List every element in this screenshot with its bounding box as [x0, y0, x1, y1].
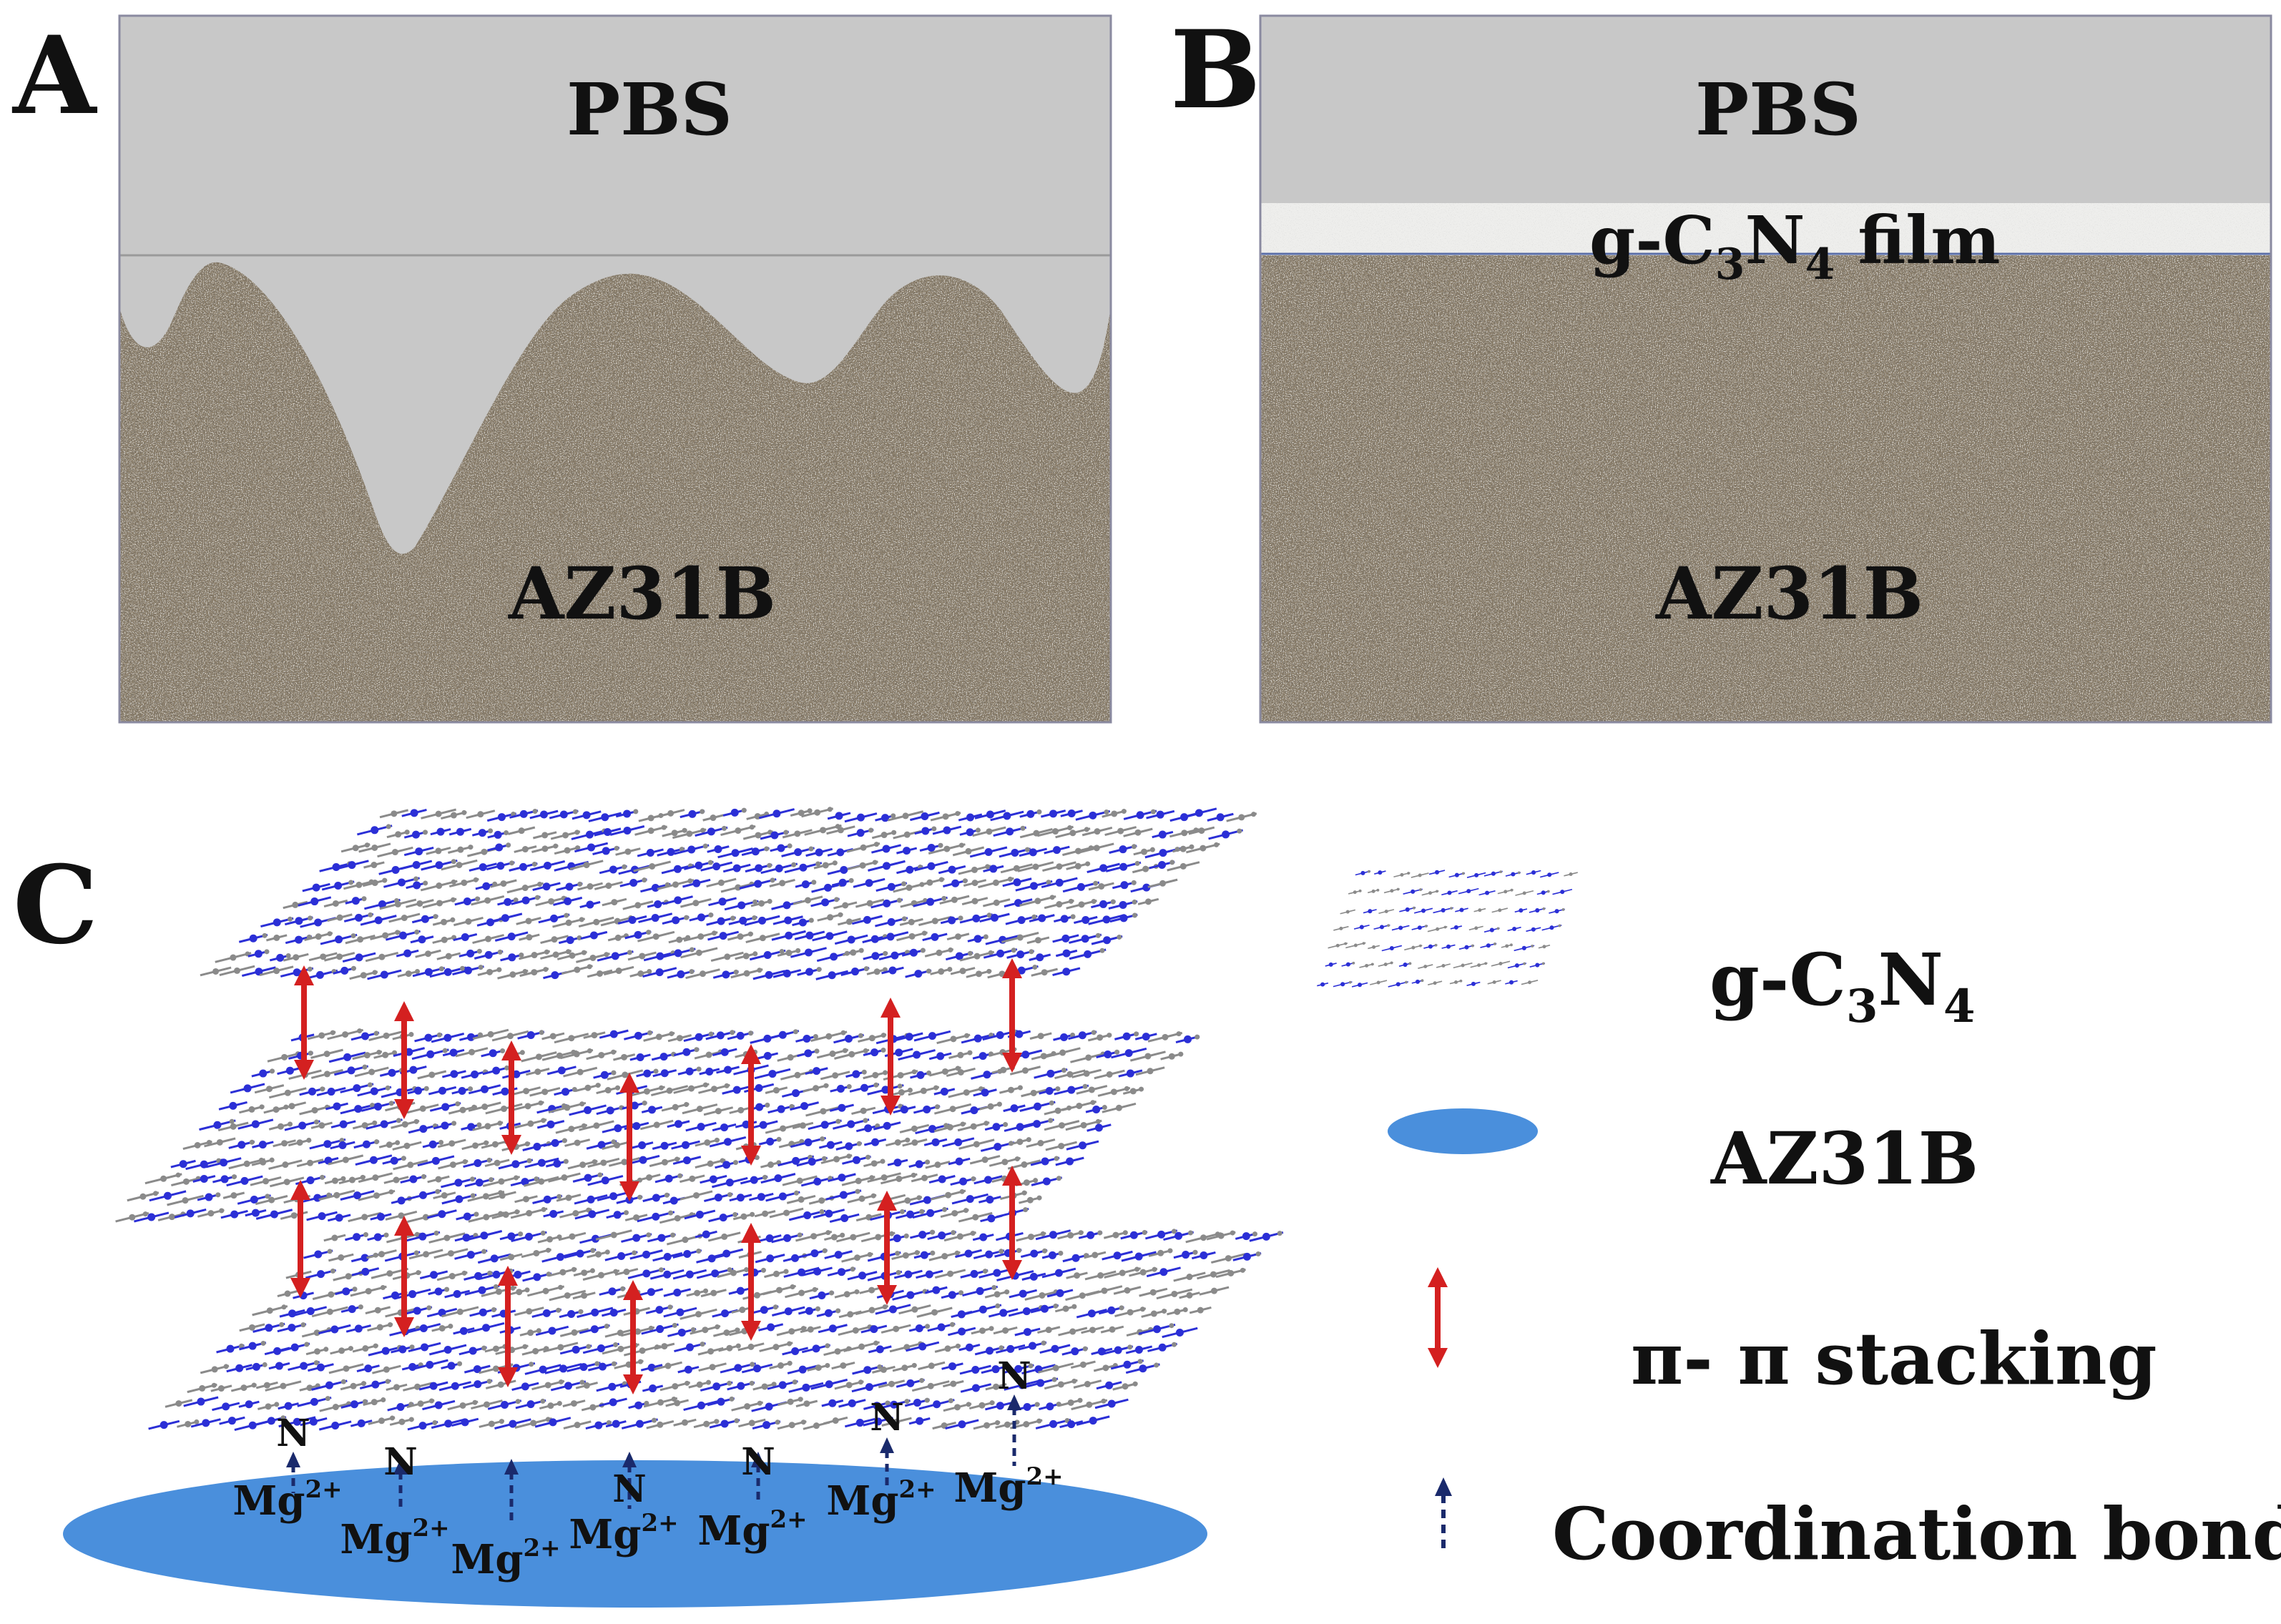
nitrogen-label: N	[612, 1467, 647, 1511]
legend-coordination-label: Coordination bond	[1552, 1492, 2281, 1576]
nitrogen-label: N	[741, 1440, 775, 1484]
coordination-bond-5: N Mg2+	[697, 1440, 807, 1555]
legend-g-c3n4-label: g-C3N4	[1709, 938, 1975, 1033]
legend-sheet-molecules	[1317, 870, 1578, 988]
pi-stacking-arrow-upper-6	[880, 998, 901, 1116]
nitrogen-label: N	[276, 1412, 310, 1455]
pi-stacking-arrow-lower-6	[877, 1191, 897, 1305]
nitrogen-label: N	[383, 1440, 418, 1484]
coordination-bond-7: N Mg2+	[953, 1354, 1063, 1512]
pi-stacking-arrow-lower-2	[394, 1216, 414, 1337]
g-c3n4-sheet-middle	[115, 1028, 1200, 1224]
legend-stacking-label: π- π stacking	[1631, 1317, 2157, 1401]
panel-a-az31b-label: AZ31B	[508, 551, 776, 636]
pi-stacking-arrow-lower-5	[741, 1223, 761, 1341]
pi-stacking-arrow-lower-3	[498, 1266, 518, 1387]
panel-b: B PBS g-C3N4 film AZ31B	[1170, 7, 2272, 724]
coordination-bond-1: N Mg2+	[232, 1412, 342, 1525]
pi-stacking-arrow-upper-5	[741, 1044, 761, 1166]
panel-b-letter: B	[1170, 7, 1261, 133]
legend: g-C3N4 AZ31B π- π stacking Coordination …	[1317, 870, 2281, 1576]
panel-b-film-label: g-C3N4 film	[1589, 202, 2001, 290]
nitrogen-label: N	[997, 1354, 1031, 1398]
legend-az31b-swatch	[1388, 1108, 1538, 1154]
legend-g-c3n4-swatch	[1317, 870, 1578, 988]
pi-stacking-arrow-upper-2	[394, 1001, 414, 1119]
mg-ion-label: Mg2+	[953, 1462, 1063, 1512]
panel-a-corrosion-pits	[119, 254, 1111, 554]
pi-stacking-arrow-lower-4	[623, 1280, 643, 1394]
g-c3n4-sheet-top	[200, 807, 1257, 980]
pi-stacking-arrow-upper-4	[619, 1073, 639, 1201]
panel-b-substrate	[1260, 254, 2271, 722]
panel-b-pbs-label: PBS	[1695, 67, 1861, 152]
coordination-bond-2: N Mg2+	[340, 1440, 449, 1563]
mg-ion-label: Mg2+	[232, 1475, 342, 1525]
legend-stacking-arrow-icon	[1428, 1267, 1448, 1368]
panel-a: A PBS AZ31B	[11, 13, 1112, 724]
pi-stacking-arrow-lower-1	[290, 1180, 310, 1298]
panel-a-substrate	[119, 254, 1111, 722]
mg-ion-label: Mg2+	[451, 1534, 560, 1583]
mg-ion-label: Mg2+	[826, 1475, 936, 1525]
mg-ion-label: Mg2+	[340, 1514, 449, 1563]
panel-b-az31b-label: AZ31B	[1655, 551, 1923, 636]
coordination-bond-3: Mg2+	[451, 1459, 561, 1583]
panel-b-film	[1260, 202, 2271, 255]
panel-c-letter: C	[13, 842, 98, 968]
panel-a-pbs-label: PBS	[566, 67, 732, 152]
g-c3n4-sheet-bottom	[148, 1229, 1284, 1431]
pi-stacking-arrow-upper-1	[294, 965, 314, 1080]
nitrogen-label: N	[870, 1396, 904, 1440]
panel-b-pbs	[1260, 16, 2271, 203]
mg-ion-label: Mg2+	[569, 1509, 678, 1558]
panel-a-pbs	[119, 16, 1111, 255]
legend-coordination-bond-icon	[1435, 1477, 1452, 1550]
pi-stacking-arrows	[290, 958, 1022, 1394]
pi-stacking-arrow-upper-3	[501, 1040, 521, 1155]
pi-stacking-arrow-lower-7	[1002, 1166, 1022, 1280]
pi-stacking-arrow-upper-7	[1002, 958, 1022, 1073]
coordination-bond-6: N Mg2+	[826, 1396, 936, 1525]
az31b-substrate-ellipse	[63, 1460, 1207, 1608]
mg-ion-label: Mg2+	[697, 1505, 807, 1555]
panel-a-letter: A	[11, 13, 98, 139]
g-c3n4-sheets	[115, 807, 1284, 1431]
legend-az31b-label: AZ31B	[1710, 1116, 1978, 1201]
